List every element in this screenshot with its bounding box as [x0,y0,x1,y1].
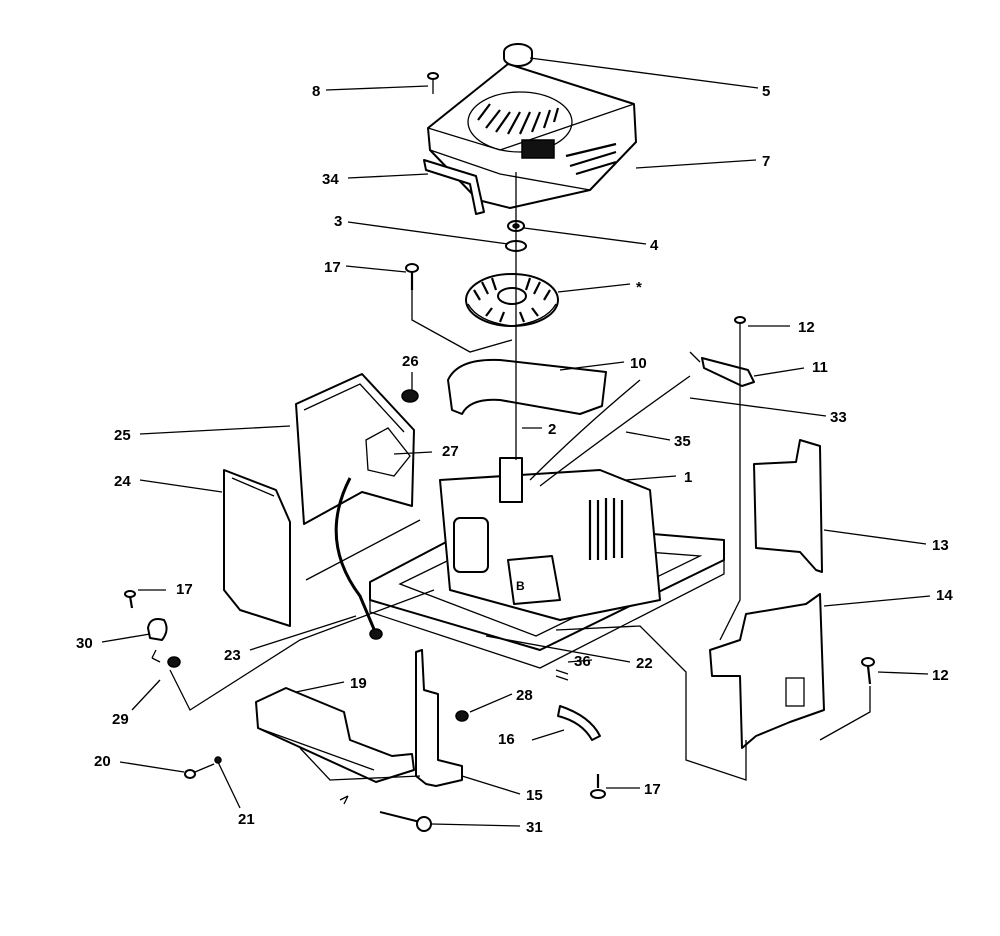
callout-17-left: 17 [176,581,193,598]
callout-8: 8 [312,83,320,100]
part-engine-assembly: B [369,375,725,669]
callout-11: 11 [812,359,828,376]
callout-19: 19 [350,675,367,692]
part-flywheel-fan [465,273,559,327]
callout-23: 23 [224,647,241,664]
callout-20: 20 [94,753,111,770]
assembly-lines [151,172,871,805]
callout-2: 2 [548,421,556,438]
callout-25: 25 [114,427,131,444]
part-cable-23 [334,477,383,640]
callout-16: 16 [498,731,515,748]
callout-27: 27 [442,443,459,460]
callout-36: 36 [574,653,591,670]
callout-10: 10 [630,355,647,372]
part-clip-16 [557,705,601,741]
part-panel-25 [295,373,415,525]
callout-7: 7 [762,153,770,170]
callout-28: 28 [516,687,533,704]
part-upright-15 [415,649,463,787]
callout-34: 34 [322,171,339,188]
part-pin-31 [379,811,432,832]
part-grommet-28 [455,710,469,722]
part-clip-11 [701,357,755,387]
part-screw-20 [184,756,222,779]
part-screw-8 [427,72,439,94]
part-panel-24 [223,469,291,627]
engine-brand-mark: B [516,579,525,593]
callout-3: 3 [334,213,342,230]
callout-labels: 8 5 7 34 3 4 17 * 12 26 10 11 33 2 25 35… [76,83,953,836]
part-bracket-34 [423,159,485,215]
part-air-guide [447,358,607,415]
callout-31: 31 [526,819,543,836]
callout-24: 24 [114,473,131,490]
callout-star: * [636,279,642,296]
callout-33: 33 [830,409,847,426]
part-rail-19 [255,687,415,783]
part-knob-assembly [124,590,181,668]
part-screw-12-bottom [861,657,875,685]
leader-lines [101,57,931,827]
part-stud-17-top [405,263,419,290]
callout-22: 22 [636,655,653,672]
callout-15: 15 [526,787,543,804]
callout-12-top: 12 [798,319,815,336]
callout-21: 21 [238,811,255,828]
callout-12-bottom: 12 [932,667,949,684]
callout-4: 4 [650,237,659,254]
callout-17-top: 17 [324,259,341,276]
part-screw-12-top [734,316,746,336]
part-panel-13 [753,439,823,573]
part-grommet-26 [401,389,419,403]
callout-35: 35 [674,433,691,450]
callout-14: 14 [936,587,953,604]
part-bracket-14 [709,593,825,749]
part-blower-housing [427,63,637,209]
callout-26: 26 [402,353,419,370]
callout-13: 13 [932,537,949,554]
callout-5: 5 [762,83,770,100]
part-fastener-17-bottom [590,774,606,799]
part-knob [503,43,533,67]
callout-29: 29 [112,711,129,728]
callout-17-bottom: 17 [644,781,661,798]
callout-1: 1 [684,469,692,486]
part-spring-36 [555,669,569,681]
callout-30: 30 [76,635,93,652]
